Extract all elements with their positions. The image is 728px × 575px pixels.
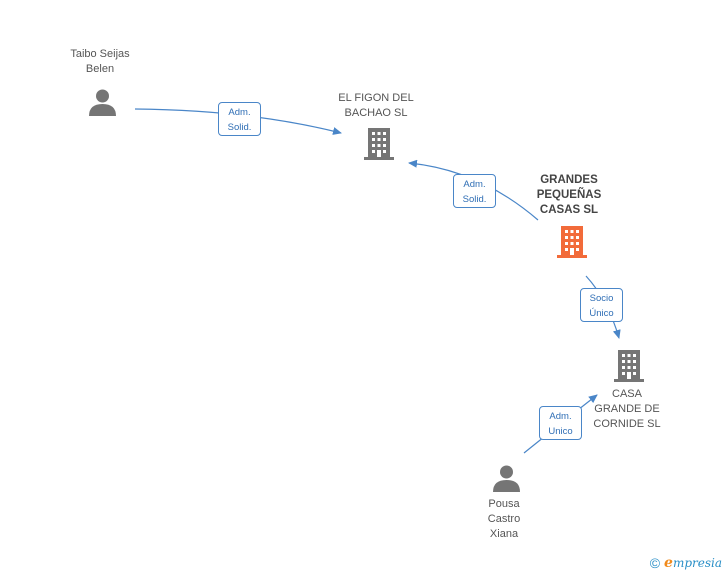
company-node-figon-label[interactable]: EL FIGON DEL BACHAO SL	[326, 91, 426, 121]
person-icon[interactable]	[492, 464, 521, 493]
building-icon-highlighted[interactable]	[556, 225, 588, 259]
role-line: Adm.	[463, 179, 486, 190]
role-line: Unico	[548, 426, 573, 437]
role-label-taibo-figon[interactable]: Adm. Solid.	[218, 102, 261, 136]
copyright-icon: ©	[649, 555, 661, 571]
role-line: Solid.	[462, 194, 487, 205]
brand-watermark[interactable]: © empresia	[650, 555, 722, 571]
role-line: Socio	[589, 293, 614, 304]
name-line: CASA	[612, 388, 642, 400]
person-node-pousa-label[interactable]: Pousa Castro Xiana	[454, 497, 554, 542]
role-line: Único	[589, 308, 614, 319]
role-label-grandes-casa[interactable]: Socio Único	[580, 288, 623, 322]
role-label-pousa-casa[interactable]: Adm. Unico	[539, 406, 582, 440]
company-node-casa-label[interactable]: CASA GRANDE DE CORNIDE SL	[577, 387, 677, 432]
name-line: Taibo Seijas	[70, 48, 130, 60]
name-line: CASAS SL	[539, 204, 599, 216]
building-icon[interactable]	[613, 349, 645, 383]
name-line: GRANDE DE	[594, 403, 660, 415]
person-icon[interactable]	[88, 88, 117, 117]
role-line: Adm.	[228, 107, 251, 118]
name-line: CORNIDE SL	[593, 418, 661, 430]
brand-logo: empresia	[664, 555, 722, 571]
name-line: Belen	[85, 63, 115, 75]
role-line: Adm.	[549, 411, 572, 422]
building-icon[interactable]	[363, 127, 395, 161]
name-line: BACHAO SL	[344, 107, 408, 119]
person-node-taibo-label[interactable]: Taibo Seijas Belen	[50, 47, 150, 77]
name-line: PEQUEÑAS	[536, 189, 602, 201]
role-label-grandes-figon[interactable]: Adm. Solid.	[453, 174, 496, 208]
name-line: GRANDES	[540, 174, 598, 186]
name-line: EL FIGON DEL	[338, 92, 414, 104]
company-node-grandes-label[interactable]: GRANDES PEQUEÑAS CASAS SL	[519, 173, 619, 218]
name-line: Xiana	[489, 528, 519, 540]
role-line: Solid.	[227, 122, 252, 133]
name-line: Castro	[487, 513, 521, 525]
name-line: Pousa	[488, 498, 520, 510]
